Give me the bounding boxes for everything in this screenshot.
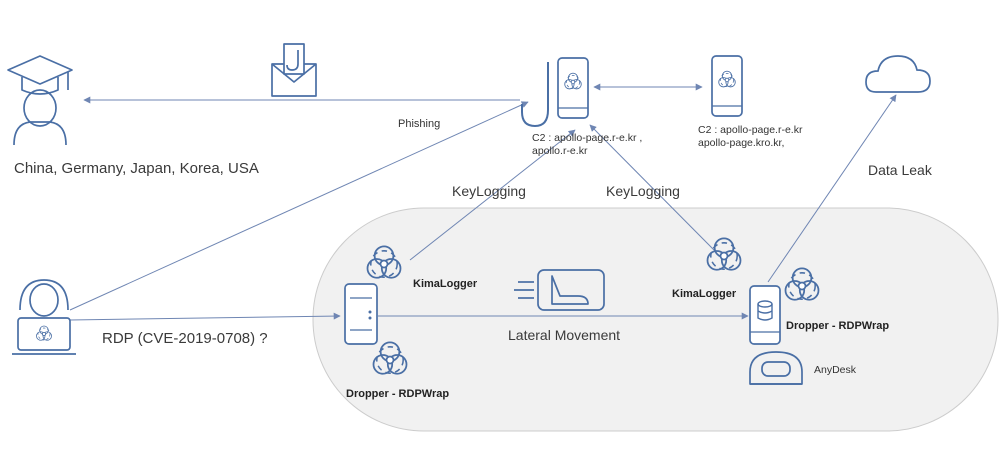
data-leak-arrow (767, 94, 897, 283)
phishing-hook-icon (521, 62, 549, 128)
c2-primary-line1: C2 : apollo-page.r-e.kr , (532, 132, 643, 144)
rdp-arrow (69, 312, 341, 321)
server-icon (749, 285, 781, 345)
phishing-label: Phishing (398, 118, 441, 130)
hard-drive-icon (514, 269, 605, 311)
internal-network-area (312, 207, 999, 432)
keylogging-right-arrow (589, 124, 715, 251)
graduate-icon (7, 55, 73, 146)
keylogging-right-label: KeyLogging (606, 183, 680, 199)
rdp-label: RDP (CVE-2019-0708) ? (102, 330, 268, 347)
server-icon (711, 55, 743, 117)
c2-secondary-line2: apollo-page.kro.kr, (698, 137, 785, 149)
left-kimalogger-label: KimaLogger (413, 278, 478, 290)
keylogging-left-arrow (409, 129, 576, 261)
database-icon (757, 300, 773, 321)
hacker-icon (12, 279, 76, 355)
victim-countries-label: China, Germany, Japan, Korea, USA (14, 160, 259, 177)
server-icon (344, 283, 378, 345)
lateral-movement-label: Lateral Movement (508, 327, 621, 343)
right-kimalogger-label: KimaLogger (672, 288, 737, 300)
cloud-icon (865, 55, 931, 93)
c2-secondary-line1: C2 : apollo-page.r-e.kr (698, 124, 803, 136)
c2-primary-line2: apollo.r-e.kr (532, 145, 588, 157)
right-dropper-label: Dropper - RDPWrap (786, 320, 890, 332)
data-leak-label: Data Leak (868, 162, 932, 178)
server-icon (557, 57, 589, 119)
attacker-to-c2-arrow (69, 101, 529, 311)
left-dropper-label: Dropper - RDPWrap (346, 388, 450, 400)
anydesk-icon (749, 351, 803, 385)
keylogging-left-label: KeyLogging (452, 183, 526, 199)
anydesk-label: AnyDesk (814, 364, 857, 376)
mail-icon (271, 43, 317, 97)
